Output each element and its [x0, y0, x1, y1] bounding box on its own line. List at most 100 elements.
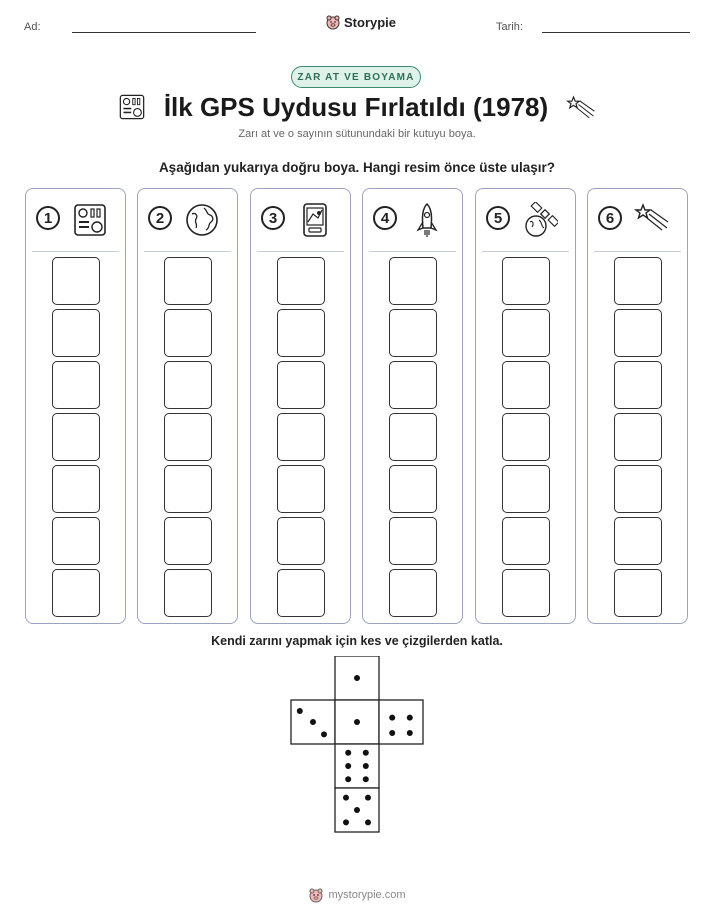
color-box[interactable] — [164, 309, 212, 357]
column-divider — [369, 251, 456, 252]
color-box[interactable] — [52, 465, 100, 513]
dice-pip — [406, 714, 413, 721]
footer-url: mystorypie.com — [328, 889, 406, 901]
color-box[interactable] — [277, 413, 325, 461]
color-box[interactable] — [614, 569, 662, 617]
globe-icon — [184, 202, 220, 238]
color-box[interactable] — [614, 517, 662, 565]
dice-pip — [310, 719, 316, 725]
column-divider — [594, 251, 681, 252]
pig-mascot-icon — [309, 888, 323, 903]
dice-pip — [389, 730, 396, 736]
brand-logo: Storypie — [325, 14, 396, 30]
color-box[interactable] — [164, 517, 212, 565]
column-4: 4 — [362, 188, 463, 624]
dice-pip — [365, 819, 371, 826]
brand-name: Storypie — [344, 14, 397, 30]
rocket-icon — [409, 202, 445, 238]
dice-pip — [362, 749, 369, 756]
color-box[interactable] — [52, 413, 100, 461]
color-box[interactable] — [389, 361, 437, 409]
color-box[interactable] — [389, 413, 437, 461]
color-box[interactable] — [614, 413, 662, 461]
color-box[interactable] — [277, 257, 325, 305]
color-box[interactable] — [164, 257, 212, 305]
color-box[interactable] — [614, 257, 662, 305]
color-box[interactable] — [164, 413, 212, 461]
color-box[interactable] — [614, 309, 662, 357]
color-box[interactable] — [389, 309, 437, 357]
dice-face — [334, 743, 380, 789]
color-box[interactable] — [52, 309, 100, 357]
color-box[interactable] — [277, 569, 325, 617]
dice-pip — [321, 731, 327, 738]
column-header: 4 — [363, 189, 462, 251]
column-3: 3 — [250, 188, 351, 624]
subtitle: Zarı at ve o sayının sütunundaki bir kut… — [238, 128, 476, 140]
dice-pip — [345, 749, 352, 756]
column-number: 6 — [598, 206, 622, 230]
color-box[interactable] — [389, 257, 437, 305]
dice-pip — [354, 719, 360, 725]
column-2: 2 — [137, 188, 238, 624]
column-header: 3 — [251, 189, 350, 251]
column-divider — [32, 251, 119, 252]
title-row: İlk GPS Uydusu Fırlatıldı (1978) — [0, 92, 714, 122]
color-box[interactable] — [277, 465, 325, 513]
date-line[interactable] — [542, 32, 690, 33]
color-box[interactable] — [52, 517, 100, 565]
dice-pip — [362, 763, 369, 769]
color-box[interactable] — [502, 517, 550, 565]
color-box[interactable] — [164, 361, 212, 409]
column-divider — [482, 251, 569, 252]
dice-net — [290, 656, 424, 833]
dice-pip — [343, 794, 349, 801]
color-box[interactable] — [389, 569, 437, 617]
color-box[interactable] — [52, 569, 100, 617]
dice-pip — [365, 794, 371, 801]
dice-pip — [345, 763, 352, 769]
column-header: 6 — [588, 189, 687, 251]
color-box[interactable] — [389, 517, 437, 565]
column-divider — [257, 251, 344, 252]
dice-face — [334, 699, 380, 745]
column-5: 5 — [475, 188, 576, 624]
dice-face — [378, 699, 424, 745]
column-number: 4 — [373, 206, 397, 230]
dice-face — [334, 656, 380, 701]
color-box[interactable] — [502, 413, 550, 461]
color-box[interactable] — [502, 361, 550, 409]
color-box[interactable] — [502, 257, 550, 305]
color-box[interactable] — [502, 309, 550, 357]
shooting-star-icon — [566, 95, 595, 119]
color-box[interactable] — [502, 465, 550, 513]
color-box[interactable] — [502, 569, 550, 617]
name-line[interactable] — [72, 32, 256, 33]
column-header: 1 — [26, 189, 125, 251]
dice-pip — [296, 708, 303, 714]
name-label: Ad: — [24, 21, 41, 33]
footer: mystorypie.com — [0, 884, 714, 906]
color-box[interactable] — [389, 465, 437, 513]
dice-pip — [406, 730, 413, 736]
control-panel-icon — [72, 202, 108, 238]
column-6: 6 — [587, 188, 688, 624]
color-box[interactable] — [52, 361, 100, 409]
color-box[interactable] — [164, 465, 212, 513]
color-box[interactable] — [277, 361, 325, 409]
column-number: 2 — [148, 206, 172, 230]
color-box[interactable] — [164, 569, 212, 617]
dice-pip — [354, 675, 360, 681]
color-box[interactable] — [277, 517, 325, 565]
color-box[interactable] — [277, 309, 325, 357]
column-divider — [144, 251, 231, 252]
dice-pip — [345, 776, 352, 783]
dice-instruction: Kendi zarını yapmak için kes ve çizgiler… — [211, 634, 503, 648]
color-box[interactable] — [614, 361, 662, 409]
color-box[interactable] — [614, 465, 662, 513]
page-title: İlk GPS Uydusu Fırlatıldı (1978) — [163, 91, 549, 122]
date-label: Tarih: — [496, 21, 523, 33]
column-number: 1 — [36, 206, 60, 230]
dice-pip — [362, 776, 369, 783]
color-box[interactable] — [52, 257, 100, 305]
